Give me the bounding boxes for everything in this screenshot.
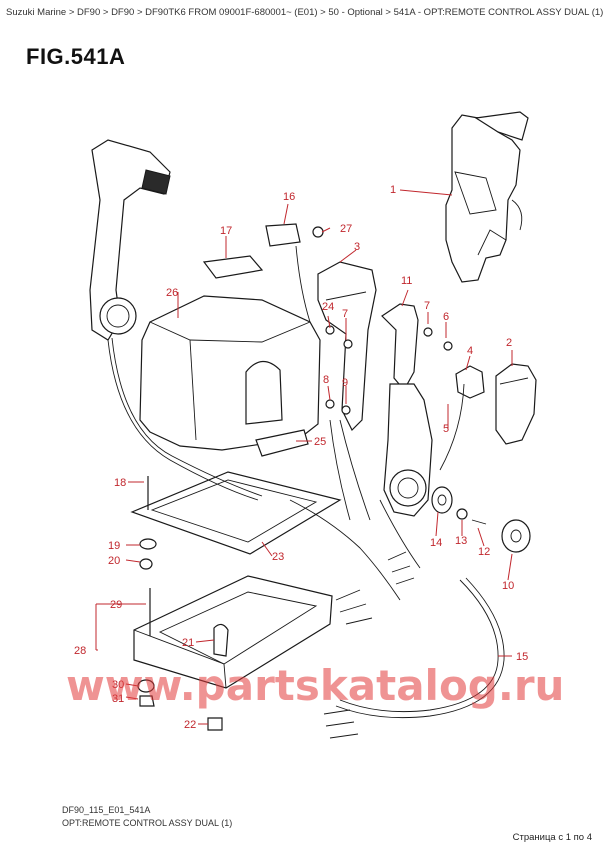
callout-12: 12: [478, 546, 490, 558]
callout-5: 5: [443, 423, 449, 435]
figure-title: FIG.541A: [26, 44, 126, 69]
callout-27: 27: [340, 223, 352, 235]
callout-7a: 7: [424, 300, 430, 312]
callout-10: 10: [502, 580, 514, 592]
part-small-hardware: [137, 223, 531, 731]
callout-18: 18: [114, 477, 126, 489]
callout-16: 16: [283, 191, 295, 203]
watermark: www.partskatalog.ru: [66, 661, 564, 710]
callout-30: 30: [112, 679, 124, 691]
part-control-handle-center: [383, 383, 433, 517]
callout-22: 22: [184, 719, 196, 731]
callout-23: 23: [272, 551, 284, 563]
callout-29: 29: [110, 599, 122, 611]
leader-lines: [95, 189, 513, 725]
callout-25: 25: [314, 436, 326, 448]
part-remote-control-assy: [445, 111, 529, 283]
part-26-cover: [139, 295, 321, 457]
callout-17: 17: [220, 225, 232, 237]
callout-9: 9: [342, 377, 348, 389]
part-11-bracket: [381, 303, 419, 392]
callout-13: 13: [455, 535, 467, 547]
callout-3: 3: [354, 241, 360, 253]
callout-11: 11: [401, 275, 412, 287]
diagram-code: DF90_115_E01_541A: [62, 805, 151, 815]
callout-15: 15: [516, 651, 528, 663]
callout-7b: 7: [342, 308, 348, 320]
callout-4: 4: [467, 345, 473, 357]
callout-24: 24: [322, 301, 334, 313]
callout-6: 6: [443, 311, 449, 323]
callout-8: 8: [323, 374, 329, 386]
part-23-gasket: [130, 471, 342, 555]
part-2: [495, 363, 537, 445]
callout-20: 20: [108, 555, 120, 567]
callout-21: 21: [182, 637, 194, 649]
part-control-handle-left: [89, 139, 171, 341]
part-28-base: [133, 575, 333, 689]
wire-harness: [107, 245, 505, 739]
callout-1: 1: [390, 184, 396, 196]
breadcrumb: Suzuki Marine > DF90 > DF90 > DF90TK6 FR…: [6, 7, 603, 18]
callout-2: 2: [506, 337, 512, 349]
diagram-caption: OPT:REMOTE CONTROL ASSY DUAL (1): [62, 818, 233, 828]
callout-28: 28: [74, 645, 86, 657]
callout-19: 19: [108, 540, 120, 552]
callout-31: 31: [112, 693, 124, 705]
callout-labels: 1 2 3 4 5 6 7 7 8 9 10 11 12 13 14 15 16…: [74, 184, 528, 731]
page-indicator: Страница с 1 по 4: [512, 832, 592, 843]
callout-14: 14: [430, 537, 442, 549]
callout-26: 26: [166, 287, 178, 299]
